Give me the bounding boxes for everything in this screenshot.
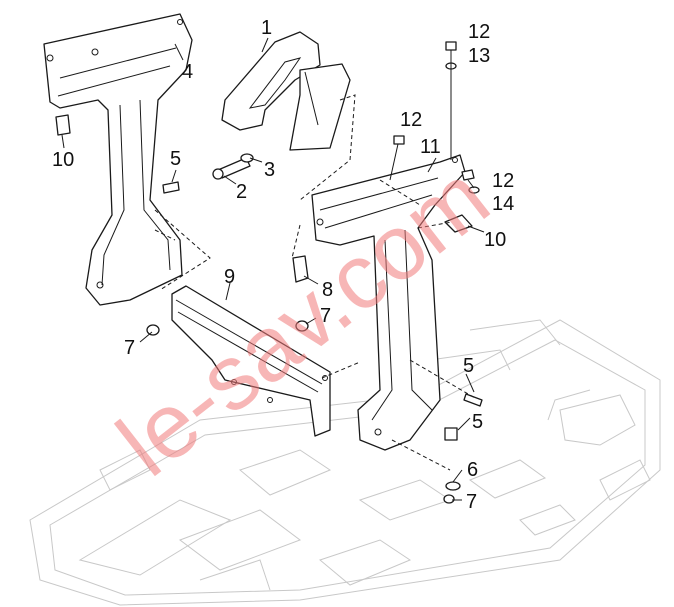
callout-8: 8 — [322, 279, 333, 301]
callout-4: 4 — [182, 61, 193, 83]
callout-5-right-upper: 5 — [463, 355, 474, 377]
callout-2: 2 — [236, 181, 247, 203]
fasteners — [146, 41, 483, 504]
callout-12-middle: 12 — [400, 109, 422, 131]
callout-3: 3 — [264, 159, 275, 181]
callout-10-right: 10 — [484, 229, 506, 251]
callout-5-left: 5 — [170, 148, 181, 170]
callout-7-middle: 7 — [320, 305, 331, 327]
callout-10-left: 10 — [52, 149, 74, 171]
crossmember — [171, 285, 331, 437]
watermark-text: le-sav.com — [100, 146, 508, 496]
callout-6: 6 — [467, 459, 478, 481]
callout-9: 9 — [224, 266, 235, 288]
cushion-block — [221, 31, 351, 151]
bolt-and-washer — [212, 153, 254, 180]
right-support-bracket — [311, 154, 466, 451]
callout-14: 14 — [492, 193, 514, 215]
floor-panel-ghost — [29, 319, 661, 606]
callout-labels: 1 2 3 4 5 5 5 6 7 7 7 8 9 10 10 11 12 12… — [52, 17, 514, 513]
leader-lines — [61, 37, 485, 501]
callout-7-left: 7 — [124, 337, 135, 359]
callout-11: 11 — [420, 136, 441, 158]
callout-7-right: 7 — [466, 491, 477, 513]
left-support-bracket — [43, 13, 193, 306]
alignment-lines — [154, 94, 476, 471]
callout-12-right: 12 — [492, 170, 514, 192]
callout-12-top: 12 — [468, 21, 490, 43]
clip-parts — [55, 114, 473, 283]
callout-1: 1 — [261, 17, 272, 39]
callout-5-right-lower: 5 — [472, 411, 483, 433]
callout-13: 13 — [468, 45, 490, 67]
